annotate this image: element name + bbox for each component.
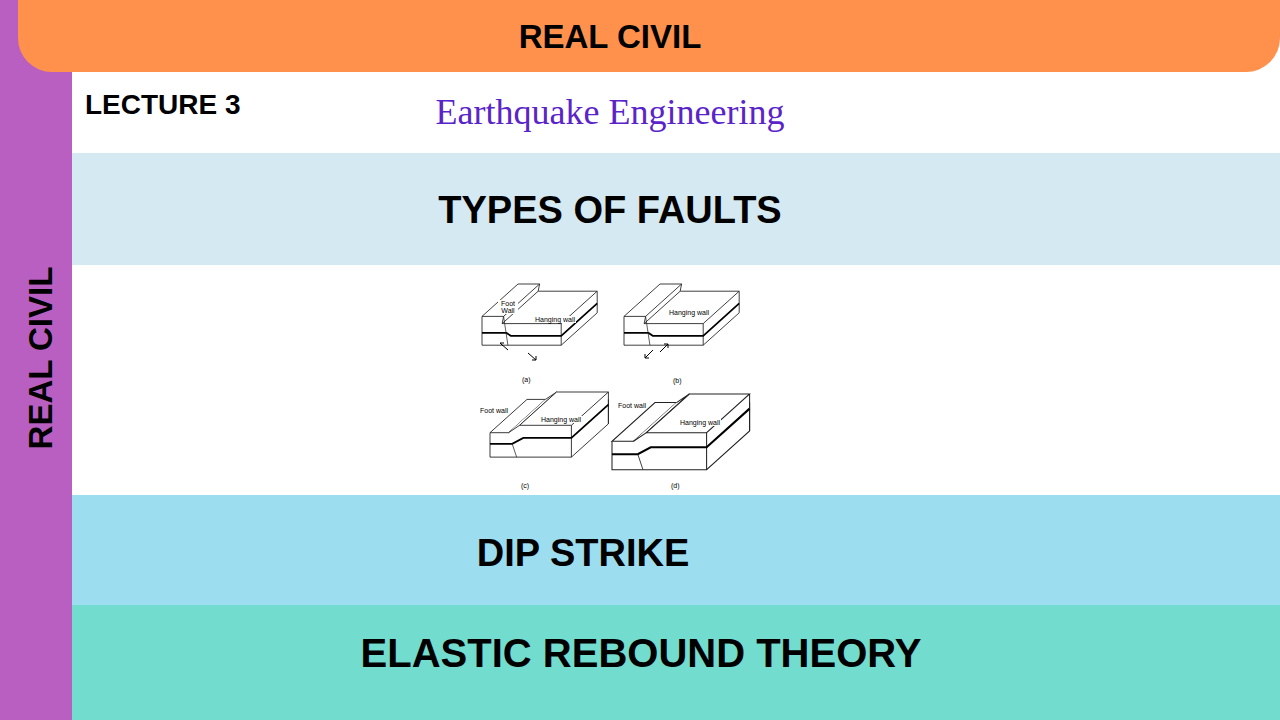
wall-label: Foot wall <box>617 402 647 409</box>
figure-letter: (b) <box>672 377 683 384</box>
wall-label: Hanging wall <box>540 416 582 423</box>
header-bar: REAL CIVIL <box>18 0 1280 72</box>
wall-label: Foot wall <box>479 407 509 414</box>
topic-band: ELASTIC REBOUND THEORY <box>72 605 1280 720</box>
side-bar: REAL CIVIL <box>0 0 72 720</box>
figure-letter: (c) <box>520 482 530 489</box>
wall-label: Foot Wall <box>498 300 518 314</box>
course-title: Earthquake Engineering <box>436 94 785 130</box>
band-heading: ELASTIC REBOUND THEORY <box>361 633 922 673</box>
lecture-number: LECTURE 3 <box>85 91 241 119</box>
wall-label: Hanging wall <box>668 309 710 316</box>
topic-band: TYPES OF FAULTS <box>72 153 1280 265</box>
wall-label: Hanging wall <box>534 316 576 323</box>
topic-band: DIP STRIKE <box>72 495 1280 605</box>
band-heading: REAL CIVIL <box>24 267 57 450</box>
wall-label: Hanging wall <box>679 419 721 426</box>
band-heading: DIP STRIKE <box>477 534 690 572</box>
figure-letter: (d) <box>670 482 681 489</box>
figure-letter: (a) <box>521 376 532 383</box>
band-heading: REAL CIVIL <box>519 20 702 53</box>
band-heading: TYPES OF FAULTS <box>438 191 781 229</box>
